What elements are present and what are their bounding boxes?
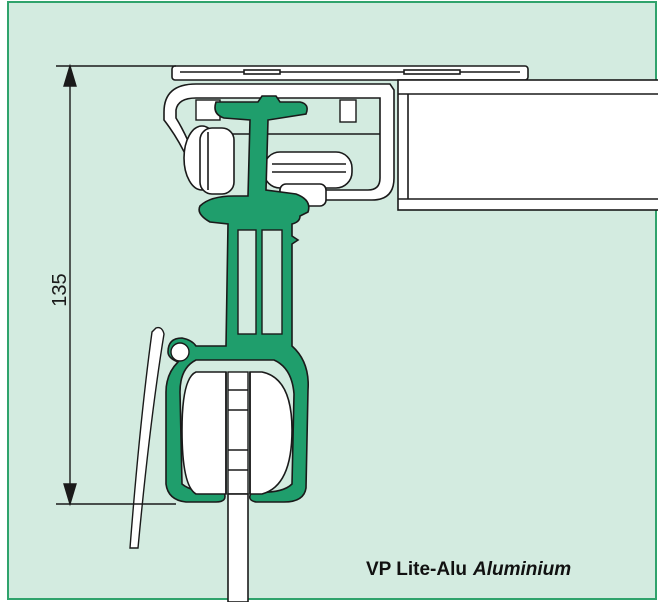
horizontal-channel [397, 79, 658, 211]
axle-block [227, 371, 249, 495]
product-name: VP Lite-Alu [366, 559, 467, 580]
latch-circle [170, 342, 190, 362]
profile-cutouts [237, 229, 283, 335]
side-flap [129, 326, 165, 549]
outer-bracket [163, 83, 395, 201]
product-caption: VP Lite-Alu Aluminium [366, 559, 571, 581]
dimension-lines [56, 63, 176, 507]
top-rail [171, 65, 529, 81]
bottom-wheels [181, 371, 293, 495]
upper-wheel [183, 125, 235, 195]
hanging-panel [227, 493, 249, 602]
material-name: Aluminium [473, 559, 572, 580]
dimension-label: 135 [49, 273, 71, 306]
